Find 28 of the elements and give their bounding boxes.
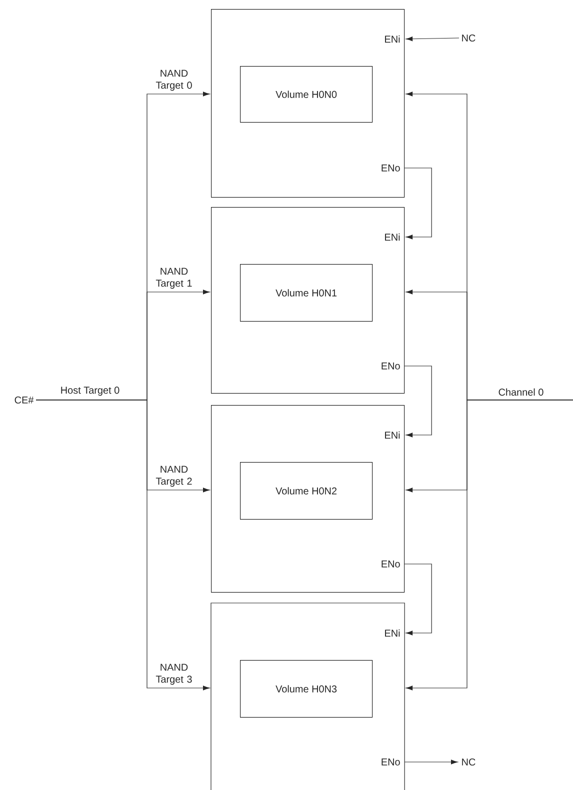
- pin-label: ENi: [385, 35, 400, 43]
- signal-label: Channel 0: [498, 388, 544, 396]
- volume-box: Volume H0N1: [240, 264, 373, 322]
- pin-label: ENi: [385, 629, 400, 637]
- volume-box: Volume H0N2: [240, 462, 373, 520]
- pin-label: ENi: [385, 431, 400, 439]
- arrow: [406, 36, 460, 42]
- pin-label: ENo: [382, 164, 400, 172]
- arrow: [404, 168, 432, 240]
- pin-label: ENo: [382, 758, 400, 766]
- pin-label: ENi: [385, 233, 400, 241]
- signal-label: NC: [462, 758, 476, 766]
- volume-box: Volume H0N0: [240, 66, 373, 123]
- pin-label: ENo: [382, 560, 400, 568]
- edge-label: NAND Target 1: [156, 268, 192, 289]
- signal-label: Host Target 0: [61, 386, 120, 396]
- edge-label: NAND Target 2: [156, 466, 192, 487]
- arrow: [406, 400, 573, 690]
- edge-label: NAND Target 3: [156, 664, 192, 685]
- arrow: [36, 400, 210, 690]
- arrow: [404, 760, 458, 764]
- signal-label: CE#: [14, 396, 34, 404]
- volume-box: Volume H0N3: [240, 660, 373, 718]
- edge-label: NAND Target 0: [156, 70, 192, 91]
- signal-label: NC: [462, 34, 476, 42]
- pin-label: ENo: [382, 362, 400, 370]
- arrow: [404, 366, 432, 438]
- arrow: [404, 564, 432, 636]
